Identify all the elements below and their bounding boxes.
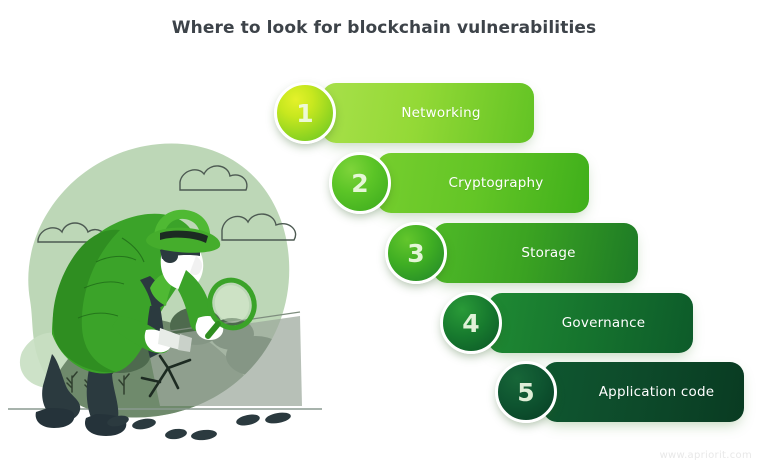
step-number-1: 1 — [296, 98, 314, 128]
step-number-3: 3 — [407, 238, 425, 268]
step-circle-5[interactable]: 5 — [495, 361, 557, 423]
flashlight — [158, 328, 192, 352]
step-label-2: Cryptography — [448, 175, 544, 191]
step-bar-4[interactable]: Governance — [488, 293, 693, 353]
step-bar-2[interactable]: Cryptography — [377, 153, 589, 213]
footprint-marks — [107, 412, 291, 441]
step-label-3: Storage — [521, 245, 576, 261]
step-item-3[interactable]: Storage 3 — [385, 222, 638, 284]
detective-illustration — [0, 120, 330, 450]
watermark: www.apriorit.com — [659, 450, 752, 461]
step-bar-3[interactable]: Storage — [433, 223, 638, 283]
step-bar-1[interactable]: Networking — [322, 83, 534, 143]
step-number-4: 4 — [462, 308, 480, 338]
step-circle-1[interactable]: 1 — [274, 82, 336, 144]
detective-figure — [35, 209, 257, 436]
step-circle-3[interactable]: 3 — [385, 222, 447, 284]
step-item-5[interactable]: Application code 5 — [495, 361, 744, 423]
step-number-5: 5 — [517, 377, 535, 407]
step-number-2: 2 — [351, 168, 369, 198]
step-bar-5[interactable]: Application code — [543, 362, 744, 422]
step-label-1: Networking — [401, 105, 481, 121]
ground-crack — [140, 354, 192, 398]
magnifying-glass — [205, 277, 257, 339]
page-title: Where to look for blockchain vulnerabili… — [171, 18, 597, 38]
step-item-4[interactable]: Governance 4 — [440, 292, 693, 354]
step-item-1[interactable]: Networking 1 — [274, 82, 534, 144]
step-circle-2[interactable]: 2 — [329, 152, 391, 214]
step-item-2[interactable]: Cryptography 2 — [329, 152, 589, 214]
step-circle-4[interactable]: 4 — [440, 292, 502, 354]
step-label-4: Governance — [561, 315, 646, 331]
step-label-5: Application code — [598, 384, 715, 400]
